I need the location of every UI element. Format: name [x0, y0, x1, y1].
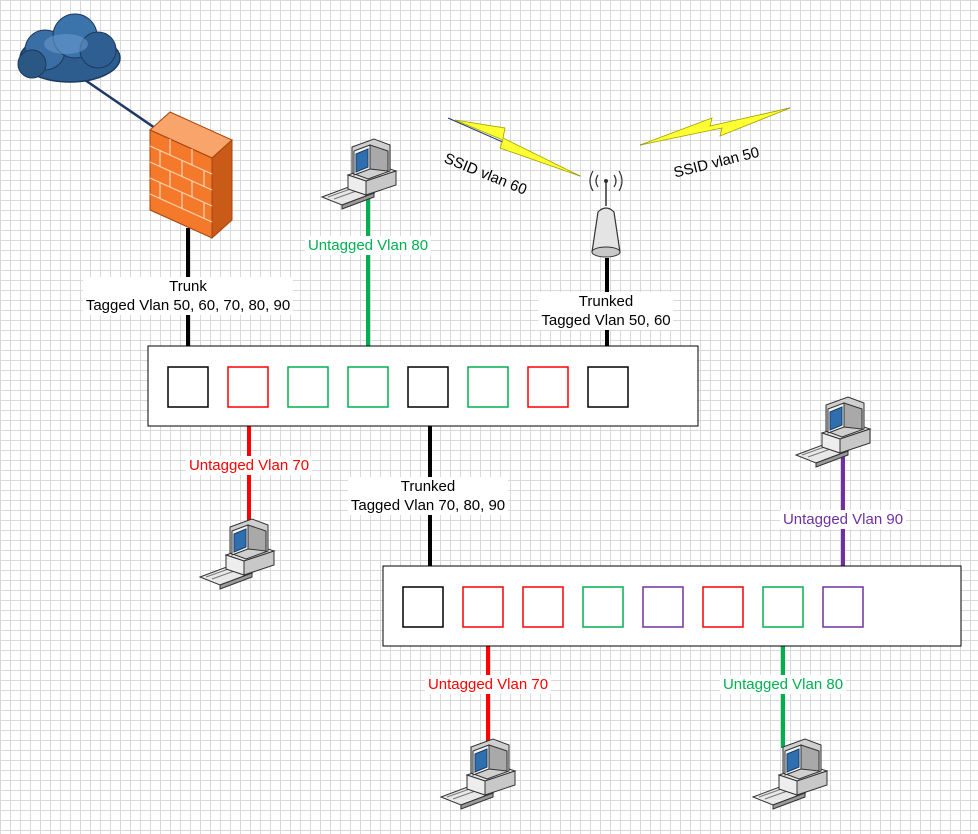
switch-port-vlan80 — [582, 586, 624, 628]
ap-trunk-label: Trunked Tagged Vlan 50, 60 — [538, 292, 674, 330]
wireless-bolt-icon — [447, 117, 581, 177]
untagged-vlan90-label: Untagged Vlan 90 — [779, 510, 907, 529]
switch-port-vlan70 — [527, 366, 569, 408]
untagged-vlan70-left-label: Untagged Vlan 70 — [185, 456, 313, 475]
uplink-line — [84, 78, 156, 130]
access-point-icon — [589, 170, 623, 258]
computer-icon — [321, 138, 397, 210]
switch-port-vlan70 — [702, 586, 744, 628]
cloud-icon — [17, 13, 121, 83]
firewall-icon — [149, 111, 233, 240]
ap-trunk-label-line2: Tagged Vlan 50, 60 — [541, 312, 671, 329]
computer-icon — [440, 738, 516, 810]
firewall-trunk-label: Trunk Tagged Vlan 50, 60, 70, 80, 90 — [82, 277, 294, 315]
switch-port-trunk — [167, 366, 209, 408]
switch-port-vlan90 — [822, 586, 864, 628]
untagged-vlan70-bottom-label: Untagged Vlan 70 — [424, 675, 552, 694]
switch-port-trunk — [587, 366, 629, 408]
switch-port-trunk — [402, 586, 444, 628]
switch-trunk-label-line1: Trunked — [400, 478, 456, 495]
switch-port-vlan70 — [462, 586, 504, 628]
switch-trunk-label-line2: Tagged Vlan 70, 80, 90 — [350, 497, 506, 514]
untagged-vlan80-top-label: Untagged Vlan 80 — [304, 236, 432, 255]
switch-port-vlan80 — [467, 366, 509, 408]
computer-icon — [795, 396, 871, 468]
switch-port-trunk — [407, 366, 449, 408]
switch-port-vlan80 — [347, 366, 389, 408]
switch-port-vlan70 — [227, 366, 269, 408]
switch-port-vlan70 — [522, 586, 564, 628]
switch-port-vlan90 — [642, 586, 684, 628]
switch-port-vlan80 — [287, 366, 329, 408]
computer-icon — [752, 738, 828, 810]
switch-port-vlan80 — [762, 586, 804, 628]
untagged-vlan80-bottom-label: Untagged Vlan 80 — [719, 675, 847, 694]
computer-icon — [199, 518, 275, 590]
switch-trunk-label: Trunked Tagged Vlan 70, 80, 90 — [347, 477, 509, 515]
wireless-bolt-icon — [639, 107, 791, 146]
firewall-trunk-label-line1: Trunk — [169, 278, 207, 295]
firewall-trunk-label-line2: Tagged Vlan 50, 60, 70, 80, 90 — [85, 297, 291, 314]
ap-trunk-label-line1: Trunked — [578, 293, 634, 310]
